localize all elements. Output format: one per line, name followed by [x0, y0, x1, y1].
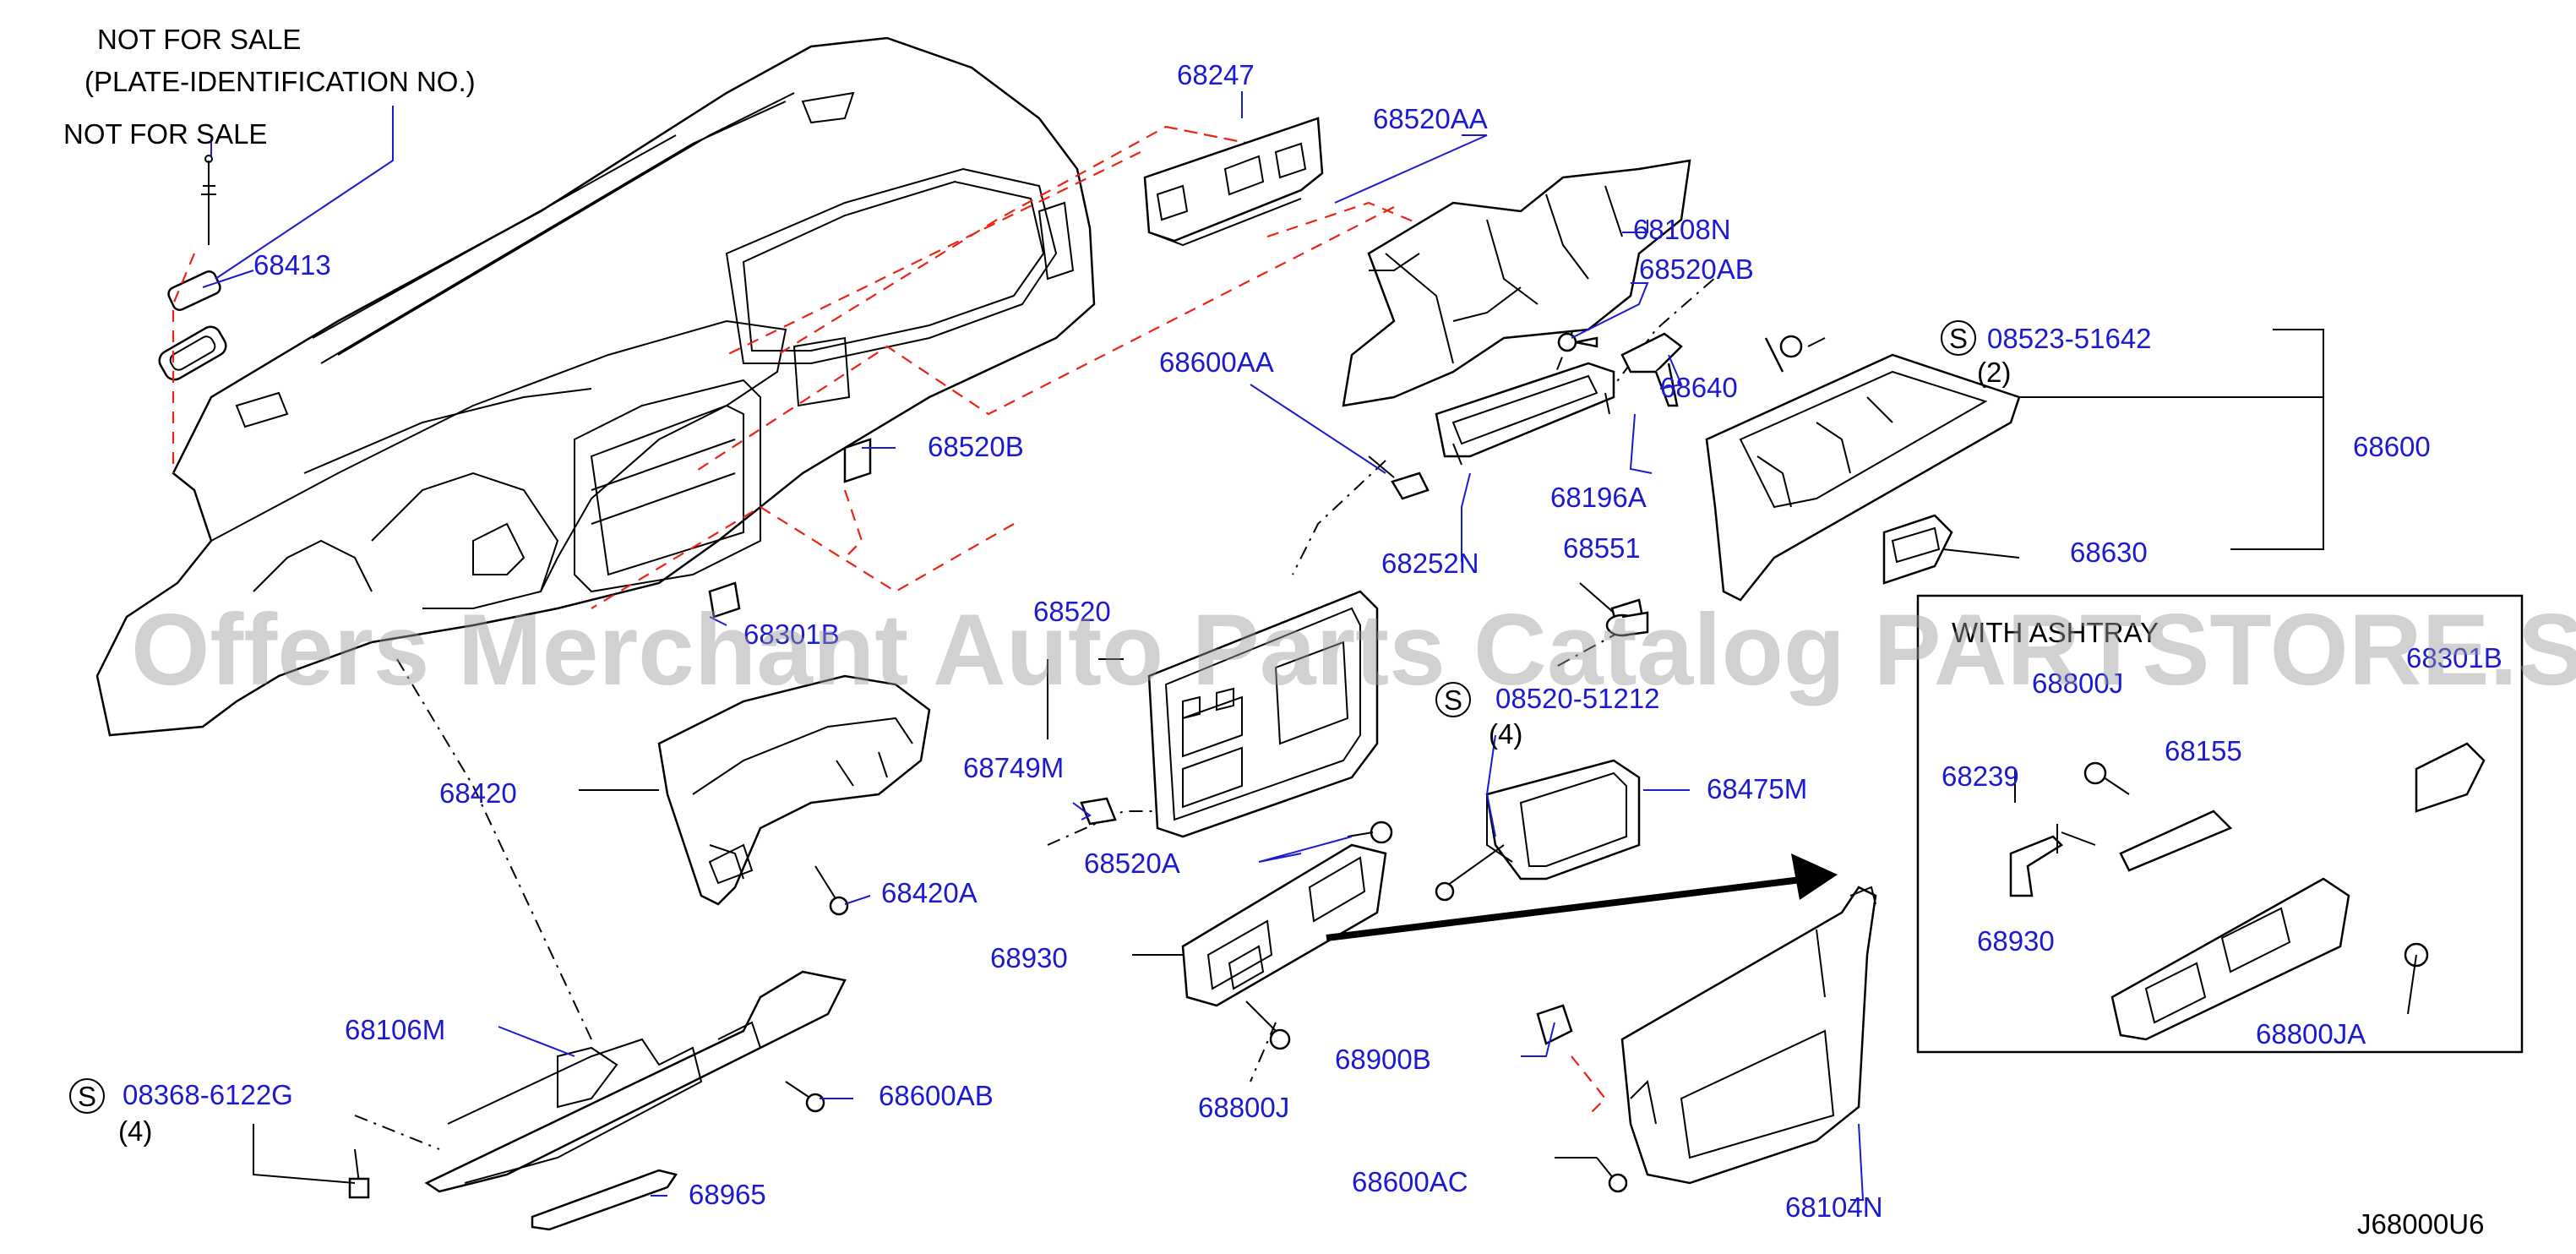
note-not-for-sale-2: NOT FOR SALE: [63, 118, 267, 150]
note-not-for-sale-1: NOT FOR SALE: [97, 24, 301, 55]
part-68475M-shape: [1485, 759, 1641, 881]
inset-label-68301B[interactable]: 68301B: [2406, 642, 2502, 673]
diagram-code: J68000U6: [2357, 1208, 2484, 1240]
label-68247[interactable]: 68247: [1177, 59, 1255, 90]
part-68108N-shape: [1342, 159, 1691, 407]
label-68600[interactable]: 68600: [2353, 431, 2431, 462]
part-68106M-shape: [424, 970, 847, 1193]
screw-symbol-1-text: S: [1949, 323, 1968, 354]
label-68965[interactable]: 68965: [689, 1179, 766, 1210]
label-68520[interactable]: 68520: [1033, 596, 1111, 627]
label-68520AA[interactable]: 68520AA: [1373, 103, 1488, 134]
part-68900B-shape: [1536, 1004, 1607, 1116]
part-68520A-shape: [1347, 821, 1393, 844]
label-68420[interactable]: 68420: [439, 777, 517, 809]
part-68749M-shape: [1080, 797, 1117, 826]
label-68749M[interactable]: 68749M: [963, 752, 1064, 783]
part-68800J-shape: [1245, 1000, 1291, 1050]
label-68520B[interactable]: 68520B: [928, 431, 1024, 462]
screw-symbol-1: [1941, 320, 1976, 356]
label-68630[interactable]: 68630: [2070, 537, 2148, 568]
screw-08368-shape: [348, 1148, 370, 1199]
screw-qty-3: (4): [118, 1115, 152, 1147]
label-68196A[interactable]: 68196A: [1550, 482, 1647, 513]
label-68551[interactable]: 68551: [1563, 532, 1641, 564]
label-68413[interactable]: 68413: [253, 249, 331, 281]
label-08523-51642[interactable]: 08523-51642: [1987, 323, 2152, 354]
watermark: Offers Merchant Auto Parts Catalog PARTS…: [131, 593, 2576, 706]
label-68252N[interactable]: 68252N: [1381, 548, 1479, 579]
instrument-panel-drawing: [95, 36, 1096, 737]
inset-label-68239[interactable]: 68239: [1942, 761, 2019, 792]
label-68600AC[interactable]: 68600AC: [1352, 1166, 1468, 1197]
inset-with-ashtray: [1916, 594, 2524, 1054]
inset-title: WITH ASHTRAY: [1952, 617, 2159, 648]
label-68600AB[interactable]: 68600AB: [879, 1080, 994, 1111]
label-08368-6122G[interactable]: 08368-6122G: [123, 1079, 293, 1110]
part-68420-shape: [657, 674, 931, 906]
screw-symbol-2: [1435, 682, 1471, 717]
label-68900B[interactable]: 68900B: [1335, 1044, 1431, 1075]
part-68551-shape: [1605, 611, 1649, 637]
label-68930[interactable]: 68930: [990, 942, 1068, 973]
inset-label-68800J[interactable]: 68800J: [2032, 668, 2123, 699]
leader-lines: [202, 91, 2417, 1201]
label-68106M[interactable]: 68106M: [345, 1014, 445, 1045]
label-68475M[interactable]: 68475M: [1707, 773, 1807, 804]
label-68520AB[interactable]: 68520AB: [1639, 254, 1754, 285]
label-68800J[interactable]: 68800J: [1198, 1092, 1289, 1123]
part-68600AC-shape: [1596, 1157, 1628, 1193]
assembly-lines-red: [172, 125, 1420, 609]
label-68301B[interactable]: 68301B: [743, 619, 840, 650]
note-plate-identification: (PLATE-IDENTIFICATION NO.): [84, 66, 476, 97]
screw-symbol-3: [69, 1078, 105, 1114]
part-68965-shape: [531, 1169, 678, 1231]
label-68520A[interactable]: 68520A: [1084, 848, 1180, 879]
label-68420A[interactable]: 68420A: [881, 877, 978, 908]
label-68600AA[interactable]: 68600AA: [1159, 346, 1274, 378]
screw-symbol-2-text: S: [1444, 684, 1462, 716]
part-68600AB-shape: [785, 1081, 825, 1113]
screw-08520-shape: [1435, 844, 1505, 902]
part-68600-shape: [1705, 335, 2021, 602]
inset-label-68800JA[interactable]: 68800JA: [2256, 1018, 2366, 1050]
inset-label-68155[interactable]: 68155: [2165, 735, 2242, 766]
part-68104N-shape: [1620, 886, 1877, 1185]
labels: NOT FOR SALE (PLATE-IDENTIFICATION NO.) …: [63, 24, 2502, 1240]
dash-small-parts: [158, 155, 872, 619]
part-68520-shape: [1147, 590, 1379, 838]
part-68930-shape: [1181, 843, 1387, 1007]
label-68640[interactable]: 68640: [1660, 372, 1738, 403]
screw-qty-1: (2): [1977, 357, 2011, 388]
screw-qty-2: (4): [1489, 718, 1522, 750]
screw-symbol-3-text: S: [78, 1081, 96, 1112]
inset-label-68930[interactable]: 68930: [1977, 925, 2055, 957]
label-68104N[interactable]: 68104N: [1785, 1191, 1883, 1223]
direction-arrow: [1326, 853, 1838, 941]
part-68247-shape: [1143, 117, 1324, 247]
part-68420A-shape: [814, 865, 849, 916]
label-68108N[interactable]: 68108N: [1633, 214, 1731, 245]
label-08520-51212[interactable]: 08520-51212: [1495, 683, 1660, 714]
part-68252N-shape: [1435, 362, 1615, 466]
part-68630-shape: [1882, 514, 1953, 585]
